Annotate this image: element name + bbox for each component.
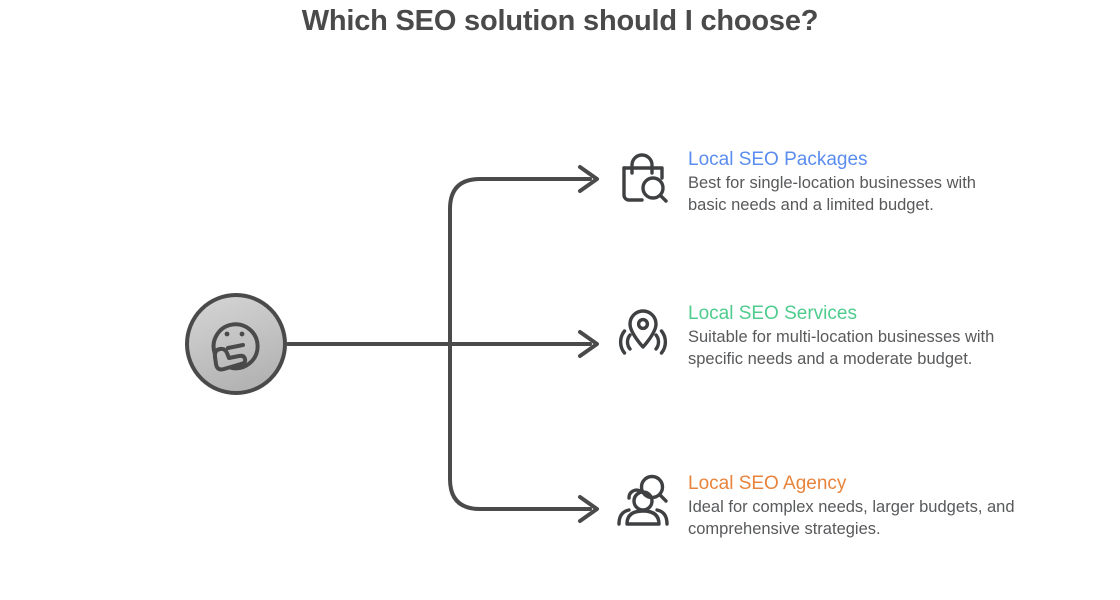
- branch-item-local-seo-services[interactable]: Local SEO Services Suitable for multi-lo…: [612, 300, 1018, 370]
- branch-description: Best for single-location businesses with…: [688, 174, 976, 214]
- location-pin-signal-icon: [618, 309, 668, 355]
- hub-circle: [185, 293, 287, 395]
- hub-node[interactable]: [184, 292, 288, 396]
- branch-text-block: Local SEO Agency Ideal for complex needs…: [688, 470, 1018, 540]
- branch-title: Local SEO Agency: [688, 473, 847, 494]
- thinking-face-icon: [211, 322, 260, 372]
- branch-title: Local SEO Packages: [688, 149, 868, 170]
- branch-text-block: Local SEO Services Suitable for multi-lo…: [688, 300, 1018, 370]
- arrowhead-3: [578, 495, 599, 523]
- branch-item-local-seo-agency[interactable]: Local SEO Agency Ideal for complex needs…: [612, 470, 1018, 540]
- branch-title: Local SEO Services: [688, 303, 857, 324]
- branch-item-local-seo-packages[interactable]: Local SEO Packages Best for single-locat…: [612, 146, 1018, 216]
- branch-text-block: Local SEO Packages Best for single-locat…: [688, 146, 1018, 216]
- branch-description: Ideal for complex needs, larger budgets,…: [688, 498, 1015, 538]
- connector-branch-3: [448, 342, 592, 511]
- connector-branch-1: [448, 177, 592, 346]
- branch-description: Suitable for multi-location businesses w…: [688, 328, 995, 368]
- arrowhead-2: [578, 330, 599, 358]
- people-group-search-icon: [617, 474, 669, 526]
- page-title: Which SEO solution should I choose?: [301, 5, 819, 37]
- arrowhead-1: [578, 165, 599, 193]
- shopping-bag-search-icon: [622, 153, 668, 203]
